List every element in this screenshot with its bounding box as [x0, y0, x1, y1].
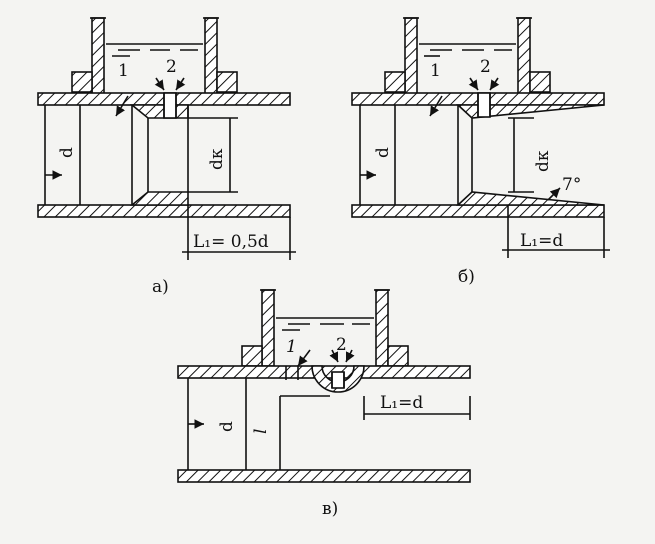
figure-b — [351, 17, 610, 258]
figure-b-caption: б) — [458, 267, 475, 287]
figure-b-labels: 1 2 d dк 7° L₁=d б) — [373, 57, 581, 287]
figure-c-label-length: L₁=d — [380, 393, 423, 413]
figure-b-label-angle: 7° — [562, 175, 581, 195]
figure-a-label-two: 2 — [166, 57, 177, 77]
figure-c-caption: в) — [322, 499, 338, 519]
figure-a-label-one: 1 — [118, 61, 129, 81]
figure-c-label-one: 1 — [286, 337, 297, 357]
figure-c-label-l: l — [251, 429, 271, 434]
figure-a-label-length: L₁= 0,5d — [193, 232, 269, 252]
figure-c-label-two: 2 — [336, 335, 347, 355]
figure-b-label-dk: dк — [533, 150, 553, 172]
figure-a-label-d: d — [57, 147, 77, 158]
figure-a-caption: а) — [152, 277, 169, 297]
figure-b-label-d: d — [373, 147, 393, 158]
figure-a-labels: 1 2 d dк L₁= 0,5d а) — [57, 57, 269, 297]
figure-c-labels: 1 2 d l L₁=d в) — [217, 335, 423, 519]
figure-c — [177, 289, 471, 483]
figure-a-label-dk: dк — [207, 148, 227, 170]
figure-b-label-two: 2 — [480, 57, 491, 77]
figure-b-label-one: 1 — [430, 61, 441, 81]
figure-c-label-d: d — [217, 421, 237, 432]
figure-a — [37, 17, 296, 260]
figure-b-label-length: L₁=d — [520, 231, 563, 251]
